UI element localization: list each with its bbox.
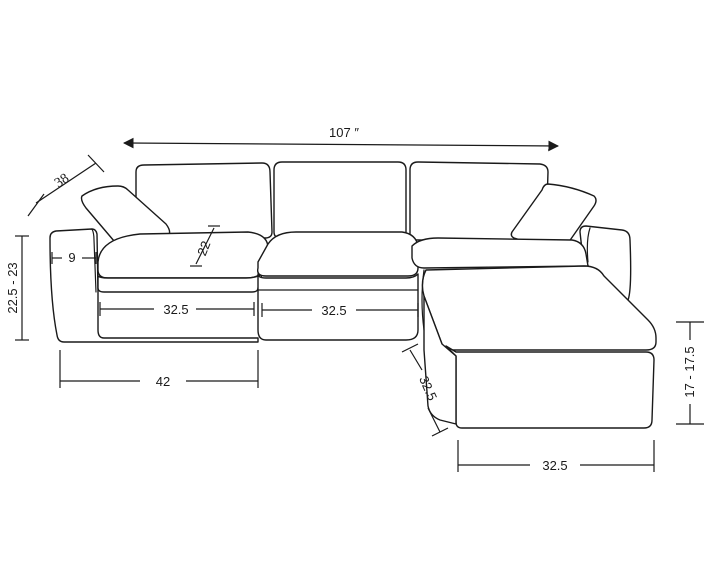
sofa-drawing — [49, 161, 657, 429]
label-seat-depth: 22 — [194, 239, 213, 258]
chaise-seat-cushion — [411, 237, 589, 269]
dimension-lines — [15, 137, 704, 472]
chaise-side — [423, 295, 457, 425]
back-cushion-middle — [273, 161, 407, 239]
total-width-arrow — [122, 137, 560, 152]
label-seat-width-middle: 32.5 — [321, 303, 346, 318]
label-seat-width-left: 32.5 — [163, 302, 188, 317]
label-arm-width: 9 — [68, 250, 75, 265]
seat-cushion-left — [97, 231, 269, 279]
left-arm — [49, 228, 259, 343]
label-depth: 38 — [52, 171, 72, 191]
chaise-ottoman-base — [445, 345, 655, 429]
dimension-labels: 107 ″ 38 22.5 - 23 9 22 32.5 32.5 42 32.… — [5, 125, 697, 473]
label-ottoman-height: 17 - 17.5 — [682, 346, 697, 397]
label-total-width: 107 ″ — [329, 125, 359, 140]
label-chaise-width: 32.5 — [542, 458, 567, 473]
label-back-height: 22.5 - 23 — [5, 262, 20, 313]
seat-cushion-middle — [256, 231, 419, 277]
label-corner-width: 42 — [156, 374, 170, 389]
